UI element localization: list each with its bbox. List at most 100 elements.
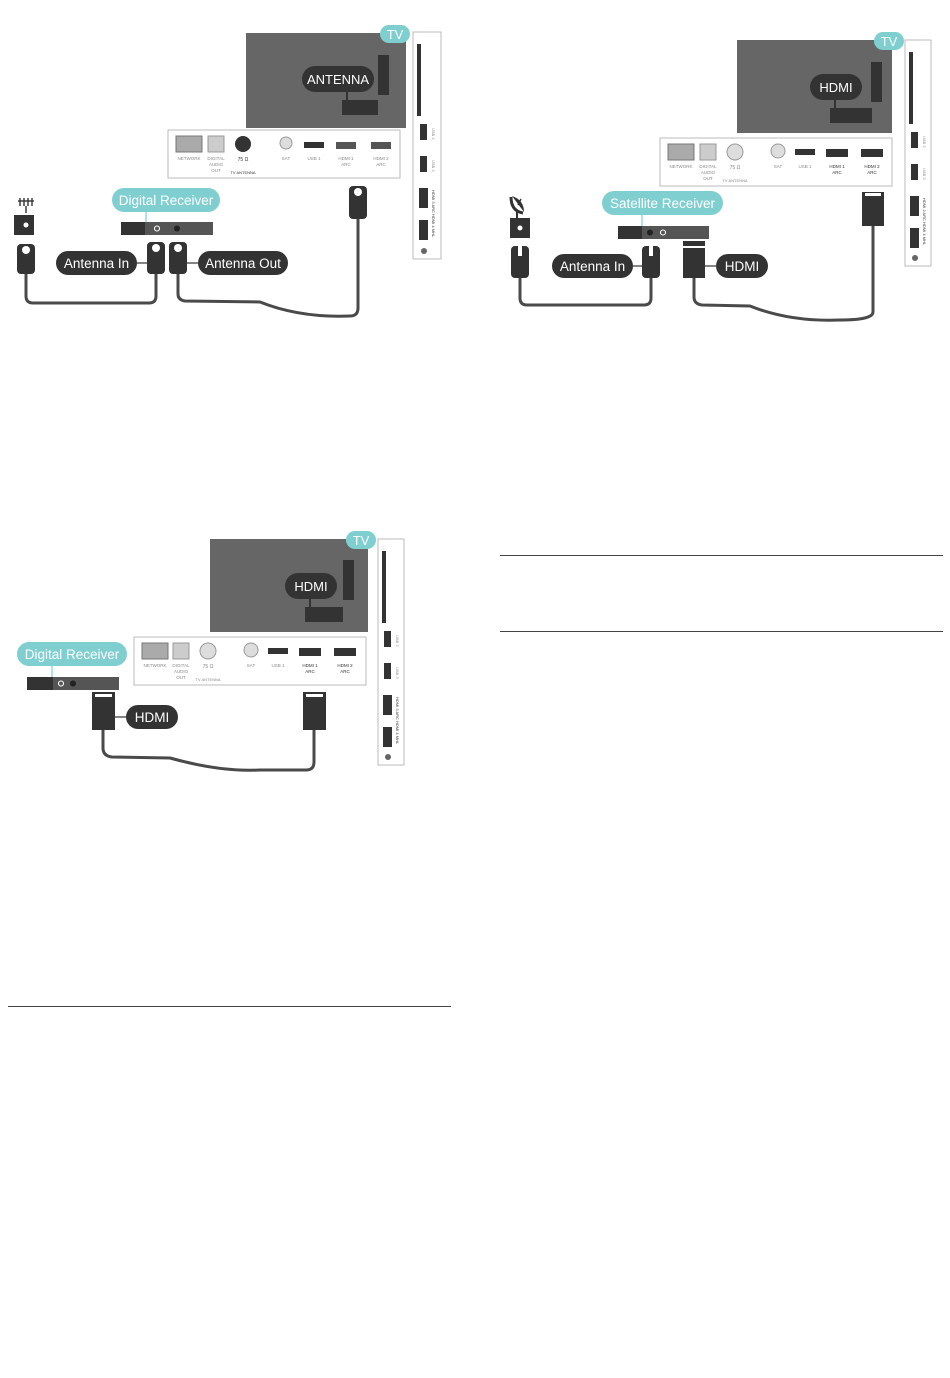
- antenna-out-label: Antenna Out: [205, 256, 281, 271]
- side-usb2-port: [911, 132, 918, 148]
- antenna-in-label: Antenna In: [560, 259, 625, 274]
- antenna-port: [199, 642, 217, 660]
- receiver-callout: [17, 642, 127, 666]
- tv-port-callout: [810, 74, 862, 100]
- hdmi1-port: [336, 142, 356, 149]
- hdmi2-port: [334, 648, 356, 656]
- digital-audio-port: [207, 135, 225, 153]
- network-port: [141, 642, 169, 660]
- cable-hdmi: [101, 730, 316, 772]
- hdmi1-arc-label: ARC: [305, 669, 315, 674]
- hdmi1-port: [299, 648, 321, 656]
- separator-right-bottom: [500, 631, 943, 632]
- tv-badge: [874, 32, 904, 50]
- tv-badge-label: TV: [881, 34, 898, 49]
- tv-antenna-label: TV ANTENNA: [230, 170, 255, 175]
- side-usb2-port: [384, 631, 391, 647]
- usb1-port: [795, 149, 815, 155]
- tv-antenna-label: TV ANTENNA: [195, 677, 220, 682]
- digital-audio-label: DIGITAL: [172, 663, 190, 668]
- network-port-label: NETWORK: [670, 164, 693, 169]
- tv-badge: [346, 531, 376, 549]
- coax-plug-receiver-in: [642, 246, 660, 278]
- antenna-port: [726, 143, 744, 161]
- antenna-in-callout: [56, 251, 137, 275]
- side-usb3-port: [420, 156, 427, 172]
- hdmi-callout: [126, 705, 178, 729]
- cable-antenna-out: [176, 219, 360, 318]
- network-port-label: NETWORK: [144, 663, 167, 668]
- digital-audio-label-2: AUDIO: [174, 669, 189, 674]
- receiver-callout: [602, 191, 723, 215]
- receiver-label: Digital Receiver: [25, 647, 120, 662]
- side-usb3-port: [911, 164, 918, 180]
- tv-stand-bar: [871, 62, 882, 102]
- hdmi1-port-label: HDMI 1: [302, 663, 318, 668]
- side-hdmi3-port: [383, 695, 392, 715]
- tv-port-label: ANTENNA: [307, 72, 369, 87]
- tv-badge-label: TV: [387, 27, 404, 42]
- receiver-callout: [112, 188, 220, 212]
- side-hdmi4-port: [910, 228, 919, 248]
- hdmi2-arc-label: ARC: [867, 170, 877, 175]
- tv-port-label: HDMI: [294, 579, 327, 594]
- receiver-label: Satellite Receiver: [610, 196, 716, 211]
- sat-port: [279, 136, 293, 150]
- side-hdmi-label: HDMI 3 ARC HDMI 4 MHL: [922, 198, 927, 246]
- hdmi2-port-label: HDMI 2: [373, 156, 389, 161]
- digital-audio-label: DIGITAL: [699, 164, 717, 169]
- side-usb3-port: [384, 663, 391, 679]
- coax-plug-receiver-out: [169, 242, 187, 274]
- hdmi2-port: [861, 149, 883, 157]
- digital-audio-port: [699, 143, 717, 161]
- usb1-port-label: USB 1: [307, 156, 321, 161]
- tv-badge: [380, 25, 410, 43]
- side-usb2-label: USB 2: [431, 128, 436, 140]
- sat-port-label: SAT: [774, 164, 783, 169]
- sat-port-label: SAT: [282, 156, 291, 161]
- satellite-dish-icon: [509, 196, 524, 218]
- network-port-label: NETWORK: [178, 156, 201, 161]
- hdmi1-port: [826, 149, 848, 157]
- coax-plug-tv: [349, 186, 367, 219]
- hdmi-plug-receiver: [683, 248, 705, 278]
- usb1-port-label: USB 1: [798, 164, 812, 169]
- digital-audio-label-3: OUT: [211, 168, 221, 173]
- hdmi-plug-receiver: [92, 692, 115, 730]
- coax-plug-wall: [511, 246, 529, 278]
- hdmi-label: HDMI: [725, 259, 760, 274]
- tv-port-slot: [342, 100, 378, 115]
- hdmi2-arc-label: ARC: [340, 669, 350, 674]
- coax-plug-wall: [17, 244, 35, 274]
- side-hdmi-label: HDMI 3 ARC HDMI 4 MHL: [395, 697, 400, 745]
- digital-audio-label-2: AUDIO: [209, 162, 224, 167]
- digital-audio-label: DIGITAL: [207, 156, 225, 161]
- hdmi1-port-label: HDMI 1: [829, 164, 845, 169]
- cable-antenna-in: [518, 278, 653, 307]
- receiver-label: Digital Receiver: [119, 193, 214, 208]
- sat-port: [770, 143, 786, 159]
- diagram-antenna-digital-receiver: TV ANTENNA NETWORK DIGITAL AUDIO OUT 75 …: [14, 25, 442, 318]
- hdmi1-arc-label: ARC: [341, 162, 351, 167]
- coax-plug-receiver-in: [147, 242, 165, 274]
- separator-left: [8, 1006, 451, 1007]
- sat-port-label: SAT: [247, 663, 256, 668]
- usb1-port: [304, 142, 324, 148]
- cable-antenna-in: [24, 274, 158, 305]
- sat-port: [243, 642, 259, 658]
- ohm-label: 75 Ω: [238, 157, 249, 163]
- side-usb2-port: [420, 124, 427, 140]
- side-usb2-label: USB 2: [922, 136, 927, 148]
- hdmi-plug-tv: [303, 692, 326, 730]
- hdmi1-arc-label: ARC: [832, 170, 842, 175]
- side-hdmi4-port: [383, 727, 392, 747]
- separator-right-top: [500, 555, 943, 556]
- digital-audio-label-3: OUT: [703, 176, 713, 181]
- digital-audio-label-3: OUT: [176, 675, 186, 680]
- side-usb3-label: USB 3: [431, 160, 436, 172]
- side-hdmi4-port: [419, 220, 428, 240]
- tv-port-slot: [305, 607, 343, 622]
- cable-hdmi: [692, 226, 875, 322]
- digital-audio-port: [172, 642, 190, 660]
- tv-stand-bar: [378, 55, 389, 95]
